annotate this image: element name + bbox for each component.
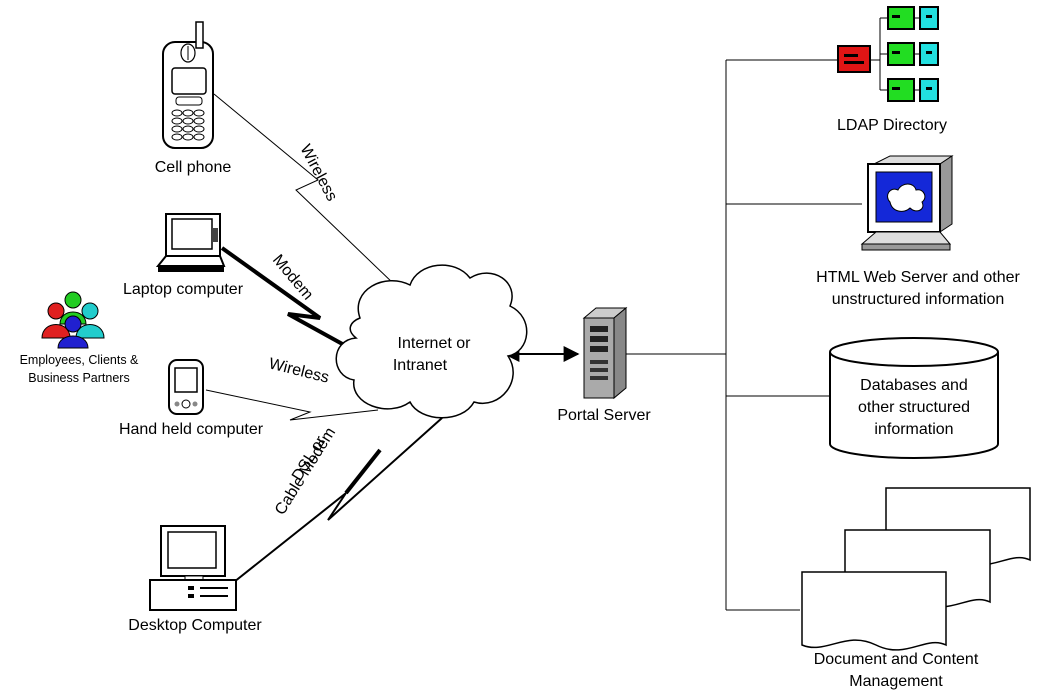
handheld-wireless-label: Wireless (267, 355, 331, 386)
internet-cloud: Internet or Intranet (335, 264, 528, 419)
handheld-wireless-link (205, 389, 379, 421)
ldap-tree-row-1 (887, 6, 939, 30)
ldap-directory-label: LDAP Directory (837, 117, 947, 134)
laptop-modem-link (220, 246, 347, 348)
desktop-icon (149, 525, 237, 611)
desktop-dsl-link (233, 417, 443, 583)
person-red-head (47, 302, 65, 320)
handheld-icon (168, 359, 204, 415)
ldap-directory-icon (837, 6, 939, 102)
ldap-tree-row-2 (887, 42, 939, 66)
person-green-head (64, 291, 82, 309)
cell-wireless-link (213, 93, 396, 286)
web-server-monitor-icon (860, 155, 954, 251)
desktop-label: Desktop Computer (128, 617, 262, 634)
ldap-tree-row-3 (887, 78, 939, 102)
web-cloud-icon (887, 183, 926, 212)
web-server-label-line-2: unstructured information (832, 291, 1005, 308)
person-blue-body (57, 335, 89, 349)
database-label-line-3: information (874, 421, 953, 438)
handheld-label: Hand held computer (119, 421, 264, 438)
cloud-label-line-2: Intranet (393, 357, 448, 374)
connectors (205, 59, 862, 611)
cell-phone-icon (162, 21, 214, 149)
documents-label-line-2: Management (849, 673, 943, 690)
database-cylinder-icon: Databases and other structured informati… (829, 337, 999, 459)
database-label-line-1: Databases and (860, 377, 968, 394)
person-blue-head (64, 315, 82, 333)
laptop-modem-label: Modem (269, 252, 316, 304)
person-cyan-body (75, 324, 105, 339)
web-server-label-line-1: HTML Web Server and other (816, 269, 1020, 286)
desktop-dsl-label-line-2: Cable Modem (272, 425, 339, 518)
person-cyan-head (81, 302, 99, 320)
cell-wireless-label: Wireless (296, 142, 340, 204)
people-label-line-1: Employees, Clients & (20, 353, 139, 367)
portal-server-icon (582, 306, 628, 400)
database-label-line-2: other structured (858, 399, 970, 416)
laptop-icon (155, 213, 226, 272)
portal-server-label: Portal Server (557, 407, 651, 424)
people-icon (41, 291, 105, 349)
people-label-line-2: Business Partners (28, 371, 129, 385)
documents-icon (801, 487, 1031, 651)
cloud-label-line-1: Internet or (398, 335, 472, 352)
laptop-label: Laptop computer (123, 281, 244, 298)
cell-phone-label: Cell phone (155, 159, 232, 176)
documents-label-line-1: Document and Content (814, 651, 979, 668)
ldap-root-node (837, 45, 871, 73)
desktop-dsl-tail (344, 448, 382, 495)
